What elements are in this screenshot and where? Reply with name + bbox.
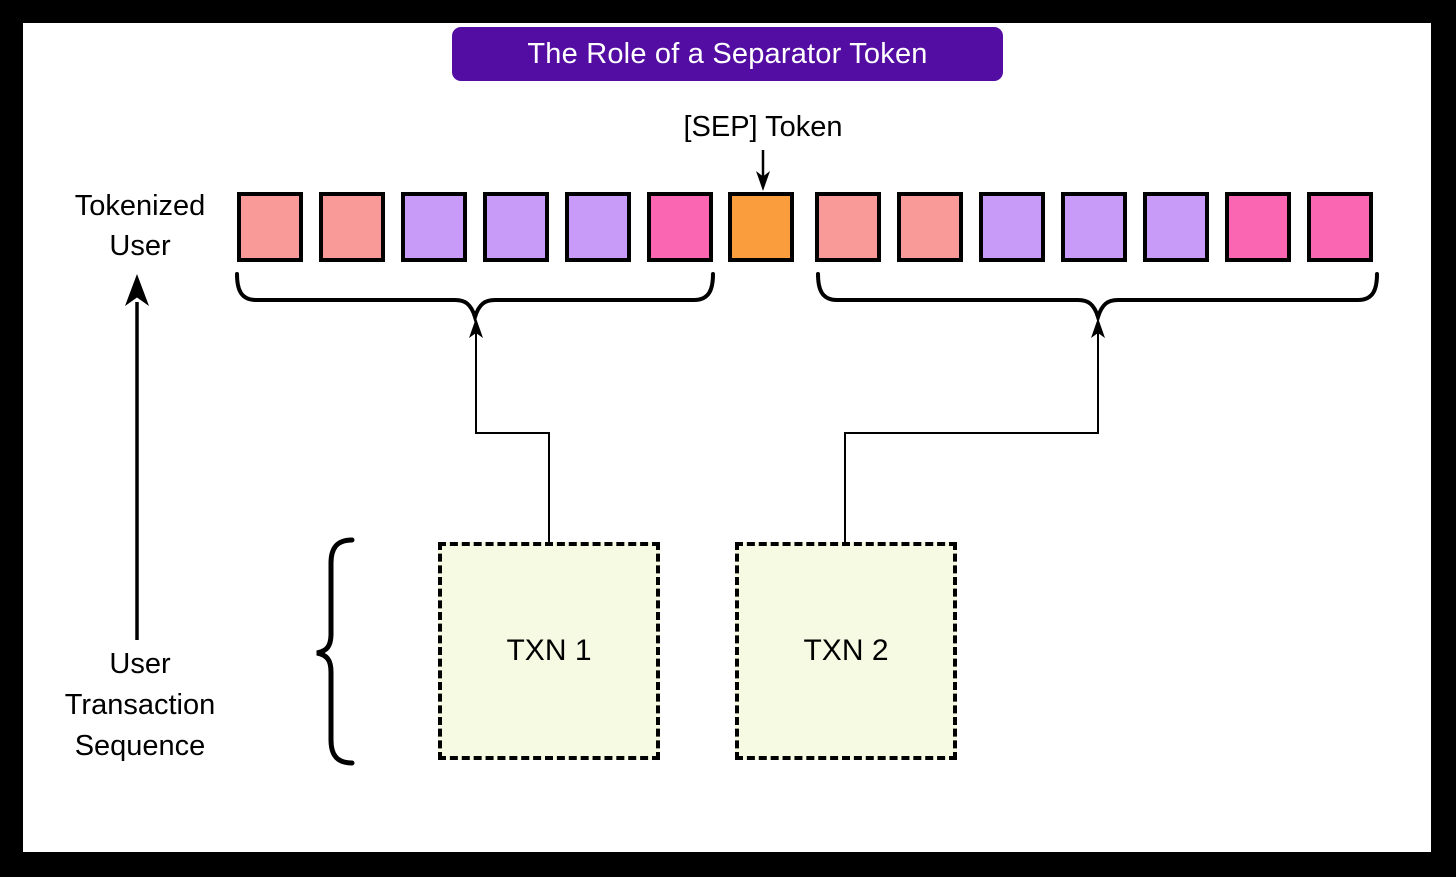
- txn2-box: TXN 2: [735, 542, 957, 760]
- tokenized-user-label: Tokenized User: [40, 186, 240, 266]
- token-square-magenta: [647, 192, 713, 262]
- txn2-label: TXN 2: [803, 634, 889, 667]
- txn1-label: TXN 1: [506, 634, 592, 667]
- diagram-canvas: [23, 23, 1431, 852]
- token-square-magenta: [1307, 192, 1373, 262]
- tokenized-user-line2: User: [109, 230, 171, 262]
- token-square-purple: [483, 192, 549, 262]
- token-square-salmon: [815, 192, 881, 262]
- sequence-line1: User: [109, 648, 171, 680]
- token-square-purple: [565, 192, 631, 262]
- sequence-line2: Transaction: [64, 689, 216, 721]
- sep-token-label: [SEP] Token: [683, 111, 843, 143]
- tokenized-user-line1: Tokenized: [74, 190, 206, 222]
- token-square-salmon: [319, 192, 385, 262]
- token-square-magenta: [1225, 192, 1291, 262]
- token-row: [237, 192, 1373, 262]
- txn1-box: TXN 1: [438, 542, 660, 760]
- token-square-purple: [1061, 192, 1127, 262]
- token-square-salmon: [237, 192, 303, 262]
- token-square-salmon: [897, 192, 963, 262]
- token-square-purple: [1143, 192, 1209, 262]
- token-square-purple: [979, 192, 1045, 262]
- sequence-label: User Transaction Sequence: [30, 644, 250, 767]
- title-text: The Role of a Separator Token: [527, 37, 928, 70]
- sep-token-square: [728, 192, 794, 262]
- token-square-purple: [401, 192, 467, 262]
- title-banner: The Role of a Separator Token: [452, 27, 1003, 81]
- sequence-line3: Sequence: [74, 730, 206, 762]
